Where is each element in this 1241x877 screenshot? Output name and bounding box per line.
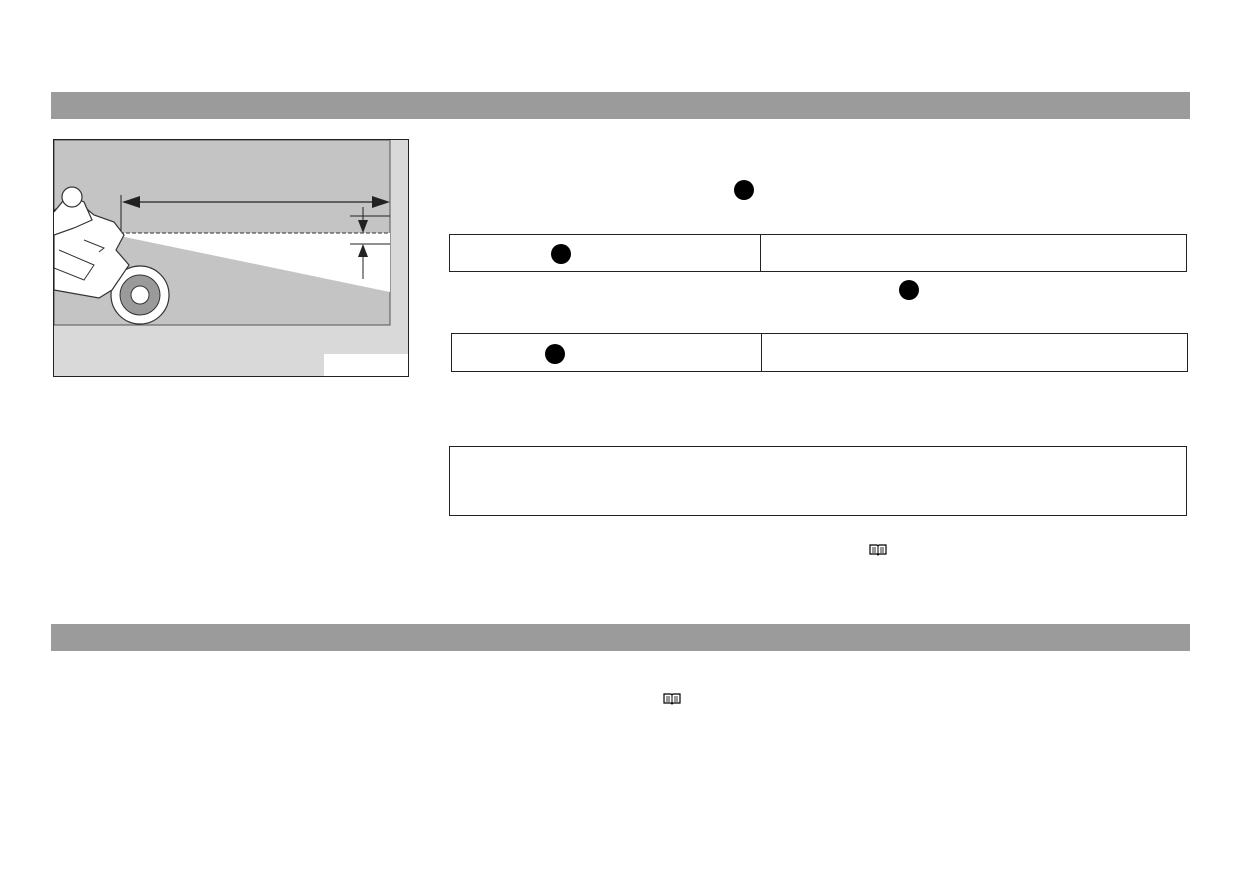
headlight-beam-diagram	[54, 140, 391, 326]
book-reference-icon[interactable]	[663, 693, 681, 705]
callout-dot-icon	[551, 244, 571, 264]
distance-arrow-left-head	[122, 196, 140, 208]
rider-helmet	[61, 186, 83, 208]
spec-table-1-value-cell	[760, 235, 1186, 271]
tank-line	[83, 239, 105, 253]
distance-arrow-right-head	[372, 196, 390, 208]
section-header-bar-1	[51, 92, 1190, 119]
spec-table-2-label-cell	[452, 334, 761, 371]
figure-label-box	[324, 354, 408, 376]
fairing-line	[54, 249, 95, 281]
wheel-hub	[130, 285, 150, 305]
headlight-adjustment-figure	[53, 139, 409, 377]
spec-table-1-label-cell	[450, 235, 760, 271]
section-header-bar-2	[51, 624, 1190, 651]
callout-dot-icon	[734, 180, 754, 200]
spec-table-1	[449, 234, 1187, 272]
light-beam	[120, 233, 390, 292]
spec-table-2-value-cell	[761, 334, 1187, 371]
callout-dot-icon	[899, 280, 919, 300]
book-reference-icon[interactable]	[869, 544, 887, 556]
height-arrow-bottom-head	[358, 244, 368, 257]
spec-table-2	[451, 333, 1188, 372]
callout-dot-icon	[545, 344, 565, 364]
note-box	[449, 446, 1187, 516]
height-arrow-top-head	[358, 220, 368, 233]
